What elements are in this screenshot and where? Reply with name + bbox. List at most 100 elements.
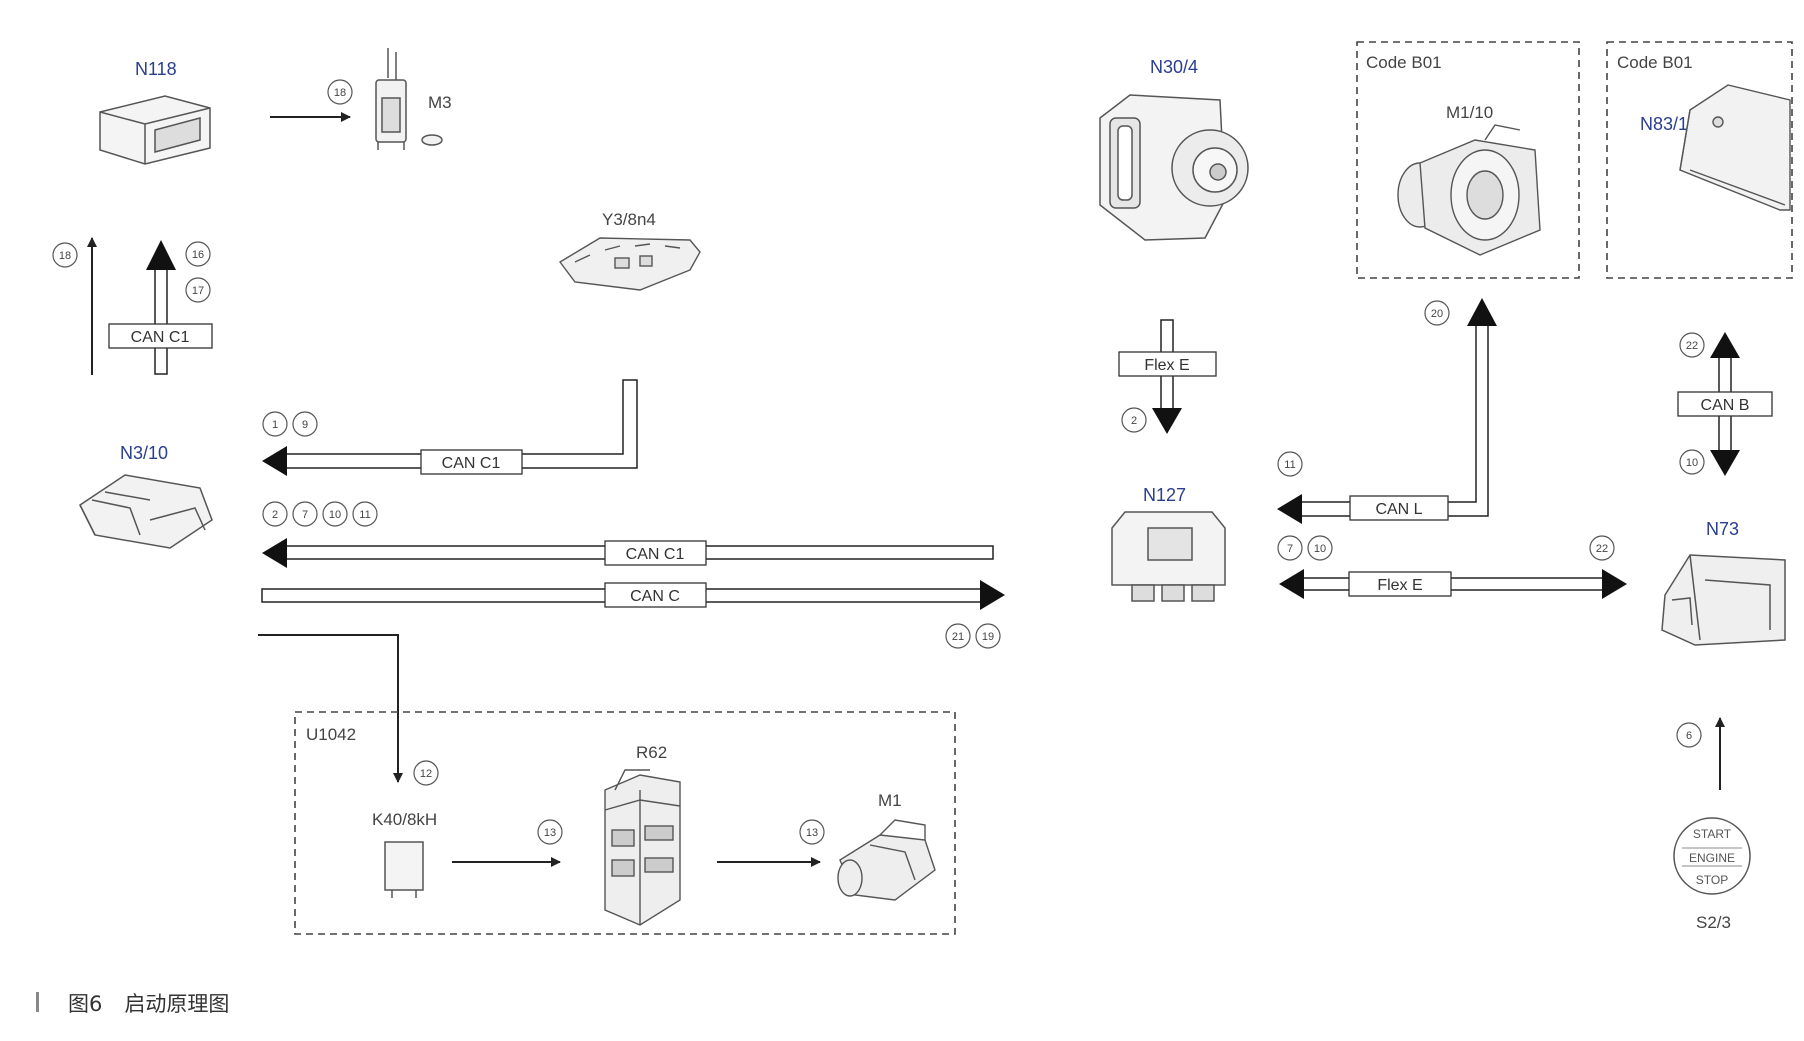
step-13-k40-r62-marker: 13	[537, 819, 563, 845]
step-18-left-marker: 18	[52, 242, 78, 268]
can-c1-vertical-bus-label-box: CAN C1	[108, 323, 213, 349]
svg-text:22: 22	[1686, 340, 1698, 352]
r62-label: R62	[636, 743, 667, 762]
code-b01-group-2	[1606, 41, 1793, 279]
n127-powertrain-control-icon	[1111, 511, 1226, 602]
s2-3-label: S2/3	[1696, 913, 1731, 932]
step-12-marker: 12	[413, 760, 439, 786]
code-b01-label-1: Code B01	[1366, 53, 1442, 72]
n3-10-label: N3/10	[120, 443, 168, 463]
step-7-marker: 7	[292, 501, 318, 527]
step-21-marker: 21	[945, 623, 971, 649]
svg-text:2: 2	[1131, 415, 1137, 427]
svg-text:9: 9	[302, 419, 308, 431]
step-11-marker: 11	[352, 501, 378, 527]
svg-text:17: 17	[192, 285, 204, 297]
y3-8n4-label: Y3/8n4	[602, 210, 656, 229]
svg-text:Flex E: Flex E	[1144, 357, 1189, 374]
n118-label: N118	[135, 59, 177, 79]
m1-10-label: M1/10	[1446, 103, 1493, 122]
step-10-flex-e-marker: 10	[1307, 535, 1333, 561]
svg-text:11: 11	[1284, 459, 1295, 471]
step-2-marker: 2	[262, 501, 288, 527]
n30-4-esp-unit-icon	[1099, 94, 1249, 241]
can-l-label-box: CAN L	[1349, 495, 1449, 521]
k40-8kh-relay-icon	[384, 841, 424, 898]
step-17-marker: 17	[185, 277, 211, 303]
n83-1-dc-converter-icon	[1679, 84, 1791, 211]
can-c1-vertical-bus-arrow	[146, 240, 176, 375]
m1-10-alternator-icon	[1397, 124, 1541, 256]
step-22-flex-e-marker: 22	[1589, 535, 1615, 561]
step-20-marker: 20	[1424, 300, 1450, 326]
n3-10-transmission-control-icon	[79, 474, 213, 549]
svg-text:18: 18	[334, 87, 346, 99]
flex-e-n30-4-label-box: Flex E	[1118, 351, 1217, 377]
svg-text:2: 2	[272, 509, 278, 521]
caption-bar	[36, 992, 39, 1012]
can-l-bus-arrow	[1277, 298, 1497, 524]
n3-10-to-k40-line	[258, 634, 403, 783]
n30-4-label: N30/4	[1150, 57, 1198, 77]
svg-text:11: 11	[359, 509, 370, 521]
svg-text:CAN C1: CAN C1	[626, 546, 685, 563]
svg-text:10: 10	[329, 509, 341, 521]
code-b01-group-1	[1356, 41, 1580, 279]
u1042-label: U1042	[306, 725, 356, 744]
step-6-marker: 6	[1676, 722, 1702, 748]
svg-text:CAN C1: CAN C1	[442, 455, 501, 472]
step-22-can-b-marker: 22	[1679, 332, 1705, 358]
stop-label: STOP	[1696, 873, 1728, 887]
svg-text:16: 16	[192, 249, 204, 261]
can-c1-long-label-box: CAN C1	[604, 540, 707, 566]
step-18-n118-m3-marker: 18	[327, 79, 353, 105]
can-b-label-box: CAN B	[1677, 391, 1773, 417]
can-c-label-box: CAN C	[604, 582, 707, 608]
svg-text:CAN C: CAN C	[630, 588, 680, 605]
n83-1-label: N83/1	[1640, 114, 1688, 134]
step-16-marker: 16	[185, 241, 211, 267]
step-1-marker: 1	[262, 411, 288, 437]
flex-e-n30-4-bus-arrow	[1152, 319, 1182, 434]
m1-starter-motor-icon	[837, 819, 936, 901]
svg-text:12: 12	[420, 768, 432, 780]
flex-e-n127-n73-bus-arrow	[1279, 569, 1627, 599]
svg-text:7: 7	[302, 509, 308, 521]
step-7-flex-e-marker: 7	[1277, 535, 1303, 561]
m3-label: M3	[428, 93, 452, 112]
svg-text:7: 7	[1287, 543, 1293, 555]
n127-label: N127	[1143, 485, 1186, 505]
n73-ignition-switch-icon	[1661, 554, 1786, 646]
step-11-can-l-marker: 11	[1277, 451, 1303, 477]
svg-text:20: 20	[1431, 308, 1443, 320]
step-19-marker: 19	[975, 623, 1001, 649]
step-10-marker: 10	[322, 501, 348, 527]
svg-text:13: 13	[544, 827, 556, 839]
svg-text:Flex E: Flex E	[1377, 577, 1422, 594]
svg-text:CAN B: CAN B	[1701, 397, 1750, 414]
svg-text:CAN C1: CAN C1	[131, 329, 190, 346]
flex-e-n127-label-box: Flex E	[1348, 571, 1452, 597]
svg-text:19: 19	[982, 631, 994, 643]
code-b01-label-2: Code B01	[1617, 53, 1693, 72]
svg-text:21: 21	[952, 631, 964, 643]
svg-text:13: 13	[806, 827, 818, 839]
r62-fuse-box-icon	[604, 769, 681, 926]
m3-fuel-pump-icon	[375, 48, 443, 150]
svg-text:22: 22	[1596, 543, 1608, 555]
svg-text:10: 10	[1314, 543, 1326, 555]
engine-label: ENGINE	[1689, 851, 1735, 865]
step-13-r62-m1-marker: 13	[799, 819, 825, 845]
svg-text:CAN L: CAN L	[1375, 501, 1422, 518]
svg-text:10: 10	[1686, 457, 1698, 469]
can-c1-y3-8n4-bus-arrow	[262, 379, 638, 476]
start-label: START	[1693, 827, 1732, 841]
svg-text:1: 1	[272, 419, 278, 431]
m1-label: M1	[878, 791, 902, 810]
step-2-flex-e-marker: 2	[1121, 407, 1147, 433]
step-10-can-b-marker: 10	[1679, 449, 1705, 475]
n73-label: N73	[1706, 519, 1739, 539]
start-stop-button-icon: START ENGINE STOP	[1673, 817, 1751, 895]
